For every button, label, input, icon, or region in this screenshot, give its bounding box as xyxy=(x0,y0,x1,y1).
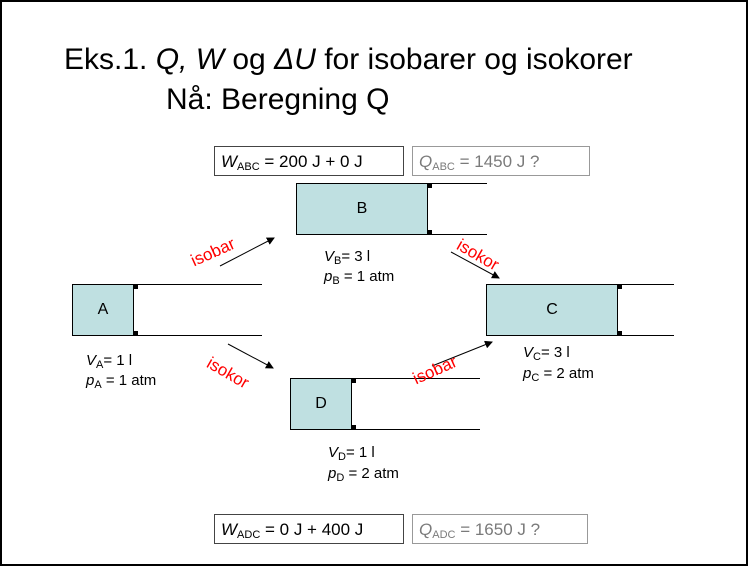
wall-c-bottom xyxy=(618,335,674,336)
wall-c-top xyxy=(618,284,674,285)
state-b-pressure: pB = 1 atm xyxy=(324,268,395,287)
state-d-pressure: pD = 2 atm xyxy=(328,465,399,484)
stop-d-top xyxy=(351,378,356,383)
state-b-volume: VB= 3 l xyxy=(324,248,371,267)
arrow-a-to-d xyxy=(227,343,274,369)
title-du: ΔU xyxy=(274,43,316,76)
state-a-pressure: pA = 1 atm xyxy=(86,372,157,391)
stop-a-top xyxy=(133,284,138,289)
piston-b: B xyxy=(296,183,428,235)
stop-b-top xyxy=(427,183,432,188)
work-adc-box: WADC = 0 J + 400 J xyxy=(214,514,404,544)
wall-d-bottom xyxy=(352,429,480,430)
wall-a-bottom xyxy=(134,335,262,336)
arrow-d-to-c xyxy=(431,340,493,367)
stop-a-bottom xyxy=(133,331,138,336)
title-q: Q, xyxy=(155,43,188,76)
stop-c-top xyxy=(617,284,622,289)
title-w: W xyxy=(187,43,225,76)
piston-a: A xyxy=(72,284,134,336)
work-abc-box: WABC = 200 J + 0 J xyxy=(214,146,404,176)
stop-c-bottom xyxy=(617,331,622,336)
title-prefix: Eks.1. xyxy=(64,43,156,76)
state-d-volume: VD= 1 l xyxy=(328,444,375,463)
arrow-b-to-c xyxy=(450,251,500,279)
title-og: og xyxy=(224,43,275,76)
piston-d: D xyxy=(290,378,352,430)
stop-b-bottom xyxy=(427,230,432,235)
wall-b-top xyxy=(428,183,487,184)
piston-c: C xyxy=(486,284,618,336)
wall-d-top xyxy=(352,378,480,379)
heat-adc-box: QADC = 1650 J ? xyxy=(412,514,588,544)
slide-title: Eks.1. Q, W og ΔU for isobarer og isokor… xyxy=(64,42,633,78)
wall-a-top xyxy=(134,284,262,285)
slide-subtitle: Nå: Beregning Q xyxy=(166,83,390,116)
heat-abc-box: QABC = 1450 J ? xyxy=(412,146,590,176)
state-c-pressure: pC = 2 atm xyxy=(523,365,594,384)
arrow-a-to-b xyxy=(219,237,275,267)
wall-b-bottom xyxy=(428,234,487,235)
title-rest: for isobarer og isokorer xyxy=(315,43,633,76)
state-a-volume: VA= 1 l xyxy=(86,352,133,371)
state-c-volume: VC= 3 l xyxy=(523,344,570,363)
stop-d-bottom xyxy=(351,425,356,430)
